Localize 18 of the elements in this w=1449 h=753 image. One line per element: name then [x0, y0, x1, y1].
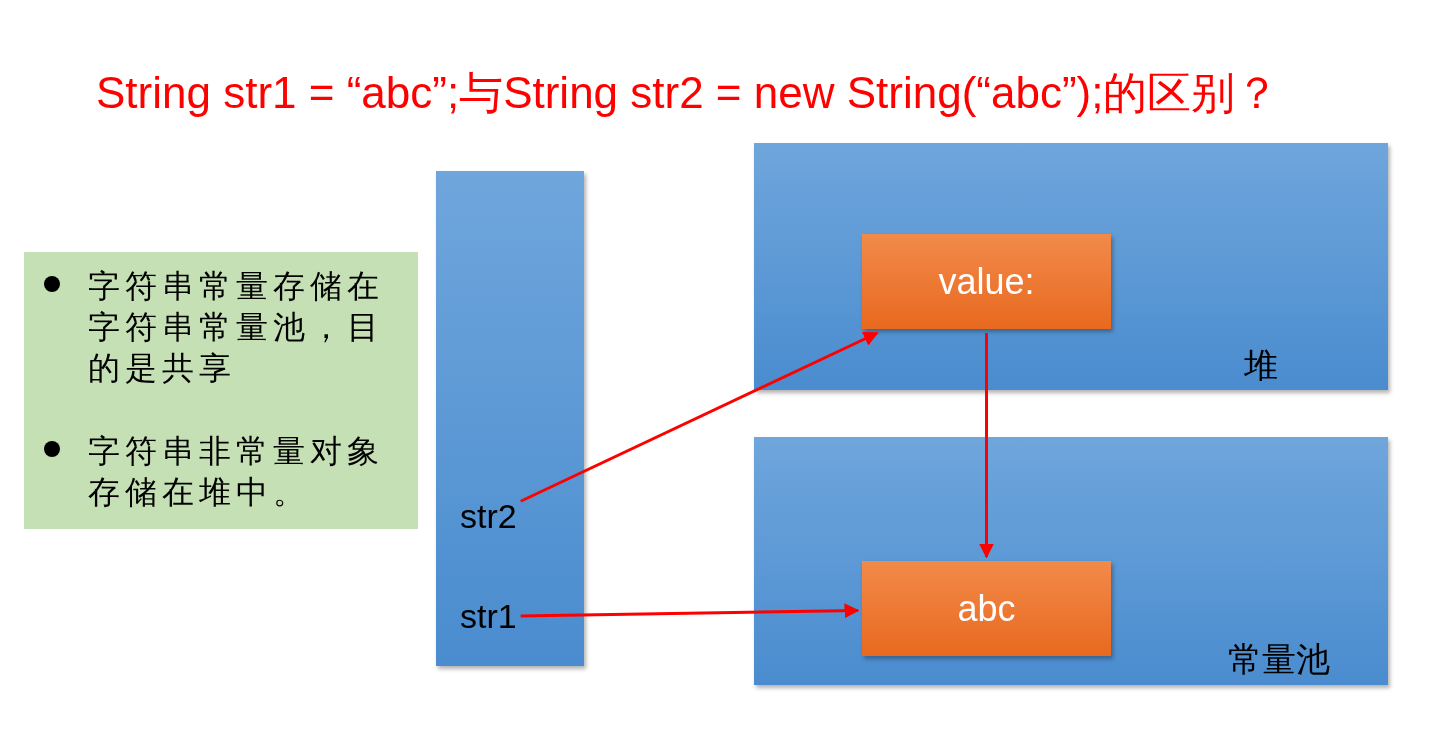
variable-label: str1: [460, 597, 517, 636]
bullet-text: 字符串非常量对象存储在堆中。: [88, 432, 385, 512]
heap-area: [754, 143, 1388, 390]
constant-pool-area: [754, 437, 1388, 685]
object-box: [862, 234, 1111, 329]
box-text: value:: [938, 260, 1035, 303]
bullet-text: 字符串常量存储在字符串常量池，目的是共享: [88, 267, 385, 388]
stack-column: [436, 171, 584, 666]
box-text: abc: [957, 587, 1016, 630]
arrow: [979, 333, 994, 559]
area-label: 堆: [1244, 345, 1278, 386]
note-panel: [24, 252, 418, 529]
title-text: String str1 = “abc”;与String str2 = new String(“abc”);的区别？: [96, 67, 1280, 119]
string-box: [862, 561, 1111, 656]
arrow: [520, 331, 879, 503]
variable-label: str2: [460, 497, 517, 536]
area-label: 常量池: [1228, 639, 1330, 680]
arrow: [520, 603, 860, 619]
